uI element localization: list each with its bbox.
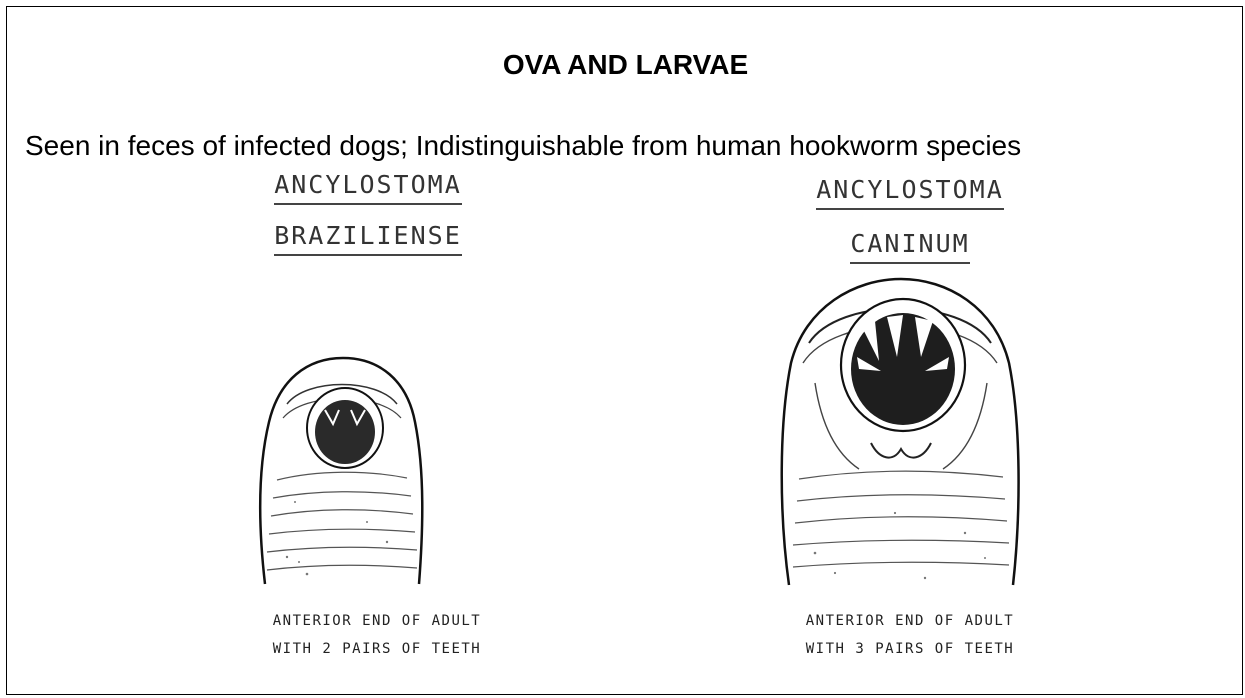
right-species-label: CANINUM (785, 229, 1035, 264)
caninum-anterior-end-drawing (775, 273, 1025, 587)
left-caption-line1: ANTERIOR END OF ADULT (212, 607, 542, 635)
right-caption-line1: ANTERIOR END OF ADULT (745, 607, 1075, 635)
right-caption-line2: WITH 3 PAIRS OF TEETH (745, 635, 1075, 663)
left-caption-line2: WITH 2 PAIRS OF TEETH (212, 635, 542, 663)
braziliense-anterior-end-drawing (247, 352, 437, 587)
left-genus-label: ANCYLOSTOMA (243, 170, 493, 205)
page-title: OVA AND LARVAE (7, 49, 1244, 81)
right-genus-label: ANCYLOSTOMA (785, 175, 1035, 210)
description-text: Seen in feces of infected dogs; Indistin… (25, 130, 1021, 162)
left-species-label: BRAZILIENSE (243, 221, 493, 256)
figure-frame: OVA AND LARVAE Seen in feces of infected… (6, 6, 1243, 695)
left-caption: ANTERIOR END OF ADULT WITH 2 PAIRS OF TE… (212, 607, 542, 663)
right-caption: ANTERIOR END OF ADULT WITH 3 PAIRS OF TE… (745, 607, 1075, 663)
